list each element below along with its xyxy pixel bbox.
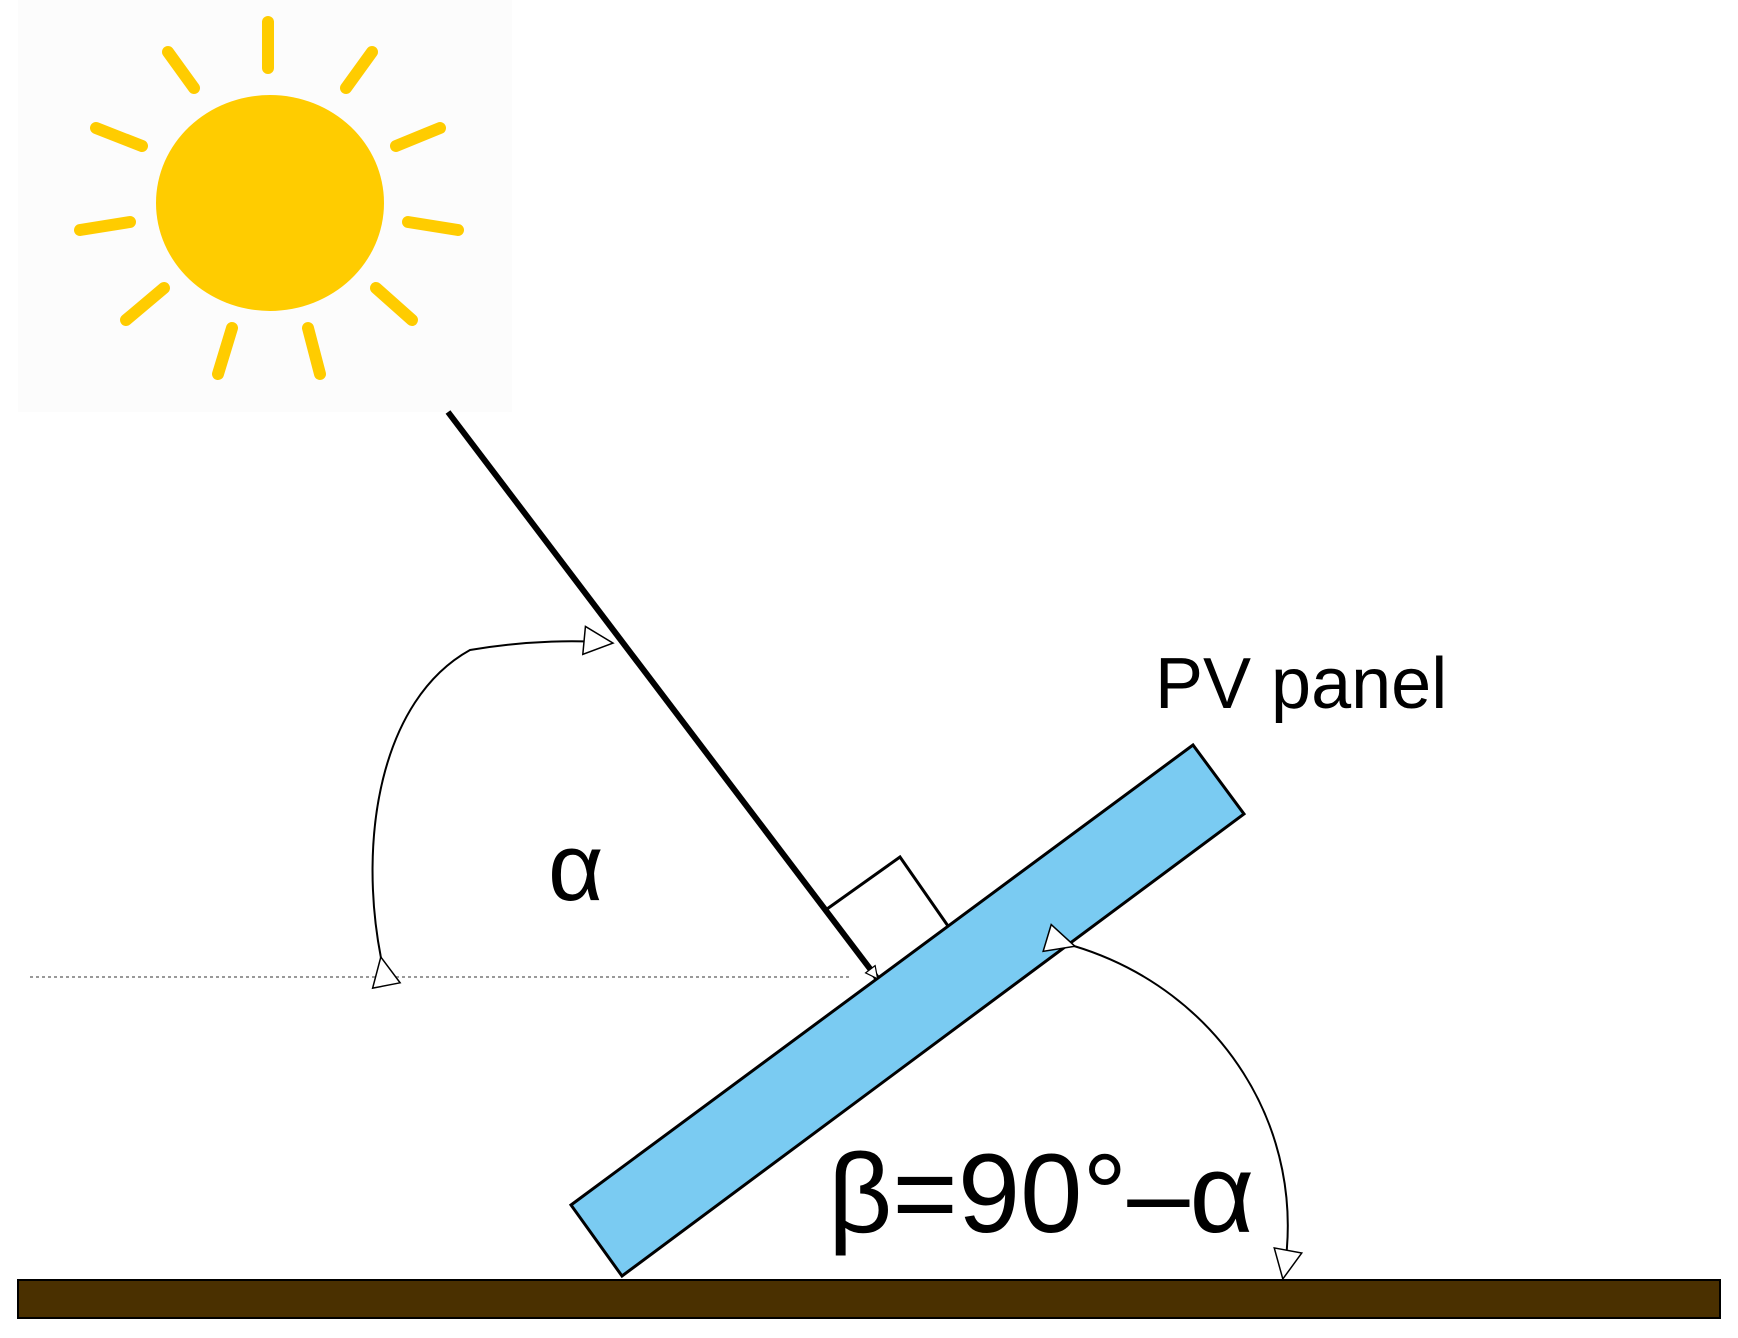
sun-ray [445, 410, 880, 978]
pv-panel [568, 742, 1247, 1279]
alpha-label: α [548, 814, 604, 921]
sun-disc [156, 95, 384, 311]
sun-icon [18, 0, 512, 412]
beta-angle-arc [1042, 923, 1304, 1281]
alpha-angle-arc [371, 625, 615, 990]
right-angle-marker [826, 854, 950, 927]
ground [17, 1279, 1721, 1319]
pv-panel-label: PV panel [1155, 644, 1447, 724]
sun-rays [74, 16, 464, 380]
beta-formula-label: β=90°–α [828, 1131, 1254, 1256]
